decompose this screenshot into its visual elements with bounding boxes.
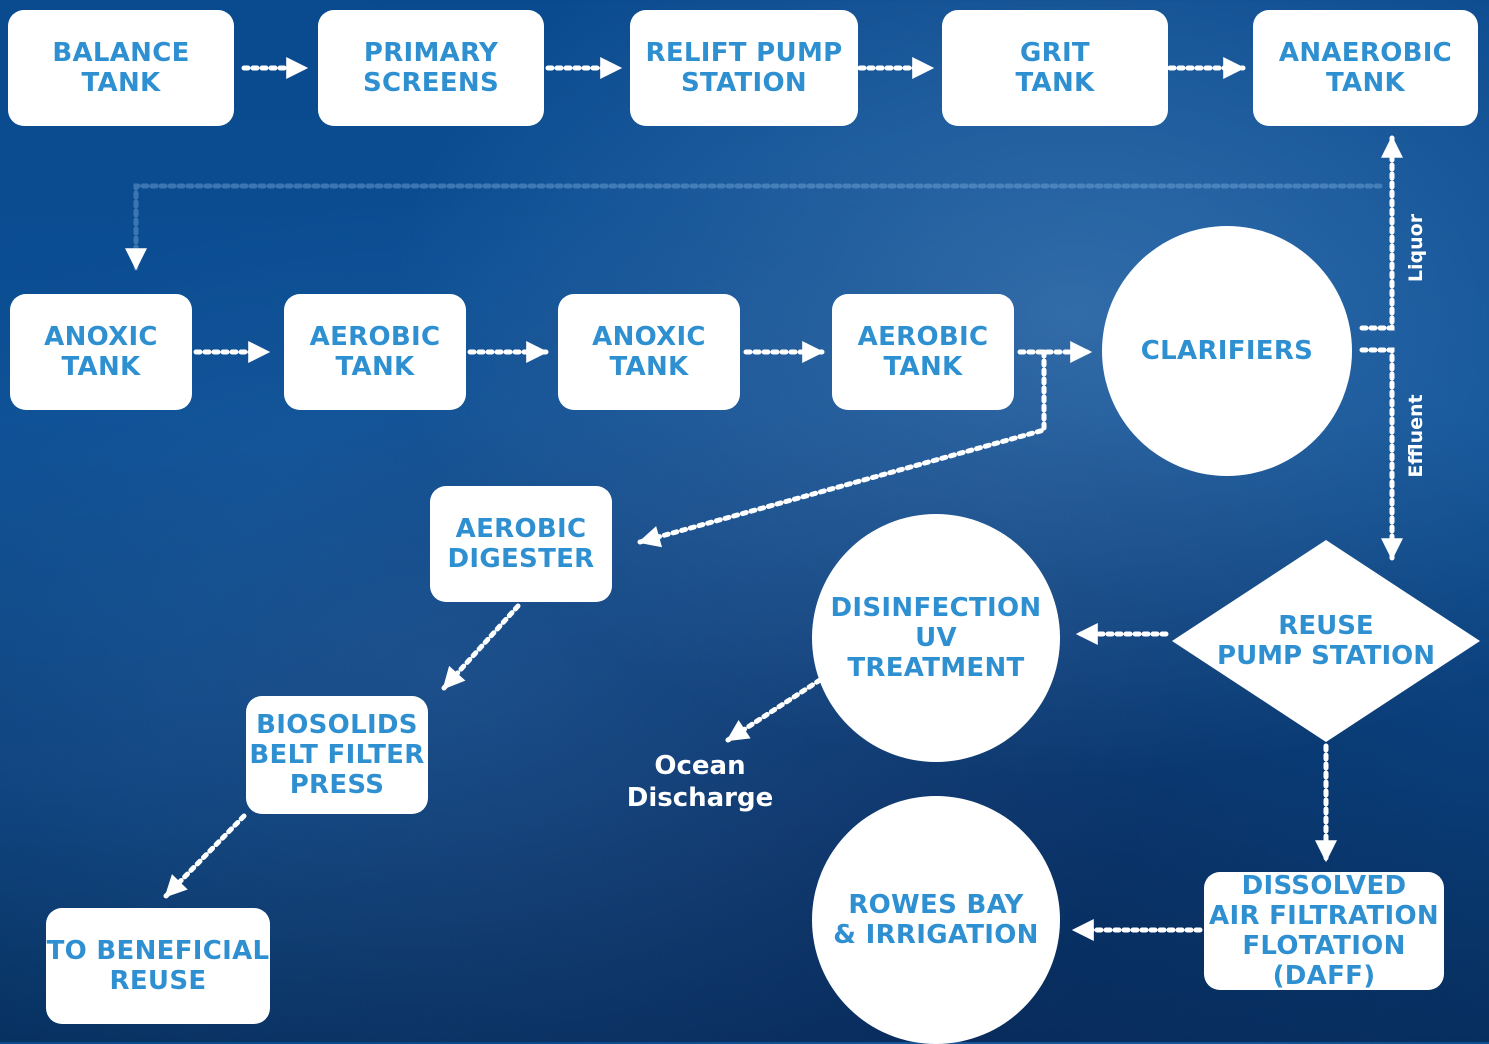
node-aerobic-tank-2: AEROBIC TANK [832, 294, 1014, 410]
node-grit-tank: GRIT TANK [942, 10, 1168, 126]
node-aerobic-tank-1: AEROBIC TANK [284, 294, 466, 410]
node-aerobic-digester: AEROBIC DIGESTER [430, 486, 612, 602]
reuse-pump-station-label: REUSE PUMP STATION [1217, 611, 1435, 671]
node-primary-screens: PRIMARY SCREENS [318, 10, 544, 126]
node-to-beneficial-reuse: TO BENEFICIAL REUSE [46, 908, 270, 1024]
diamond-shape [1172, 540, 1480, 742]
node-anaerobic-tank: ANAEROBIC TANK [1253, 10, 1478, 126]
label-ocean-discharge: Ocean Discharge [626, 751, 774, 813]
arrow-digester-to-biosolids [441, 603, 521, 691]
node-anoxic-tank-2: ANOXIC TANK [558, 294, 740, 410]
arrow-effluent [1359, 347, 1403, 561]
node-daff: DISSOLVED AIR FILTRATION FLOTATION (DAFF… [1204, 871, 1444, 991]
node-reuse-pump-station: REUSE PUMP STATION [1172, 540, 1480, 742]
label-liquor: Liquor [1405, 213, 1427, 283]
node-relift-pump-station: RELIFT PUMP STATION [630, 10, 858, 126]
node-anoxic-tank-1: ANOXIC TANK [10, 294, 192, 410]
arrow-aerobic2-to-digester [637, 349, 1047, 548]
arrow-disinfection-to-ocean [725, 677, 823, 743]
arrow-biosolids-to-reuse [163, 813, 247, 899]
node-balance-tank: BALANCE TANK [8, 10, 234, 126]
arrow-liquor-return [1359, 135, 1403, 331]
label-effluent: Effluent [1405, 394, 1427, 478]
node-biosolids-belt-filter-press: BIOSOLIDS BELT FILTER PRESS [246, 696, 428, 814]
node-disinfection-uv: DISINFECTION UV TREATMENT [812, 514, 1060, 762]
arrow-anaerobic-to-anoxic [125, 183, 1383, 271]
node-rowes-bay-irrigation: ROWES BAY & IRRIGATION [812, 796, 1060, 1044]
node-clarifiers: CLARIFIERS [1102, 226, 1352, 476]
